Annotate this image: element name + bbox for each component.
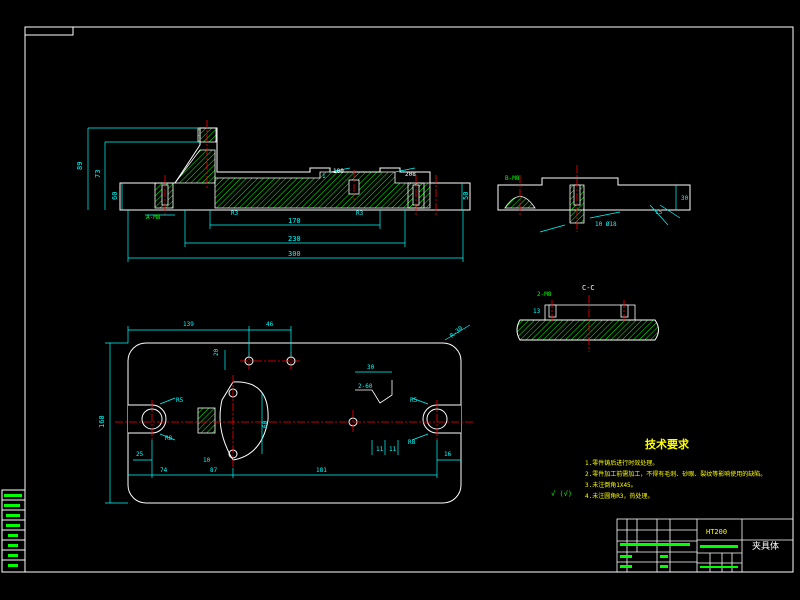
plan-dim-r8-right: R8 — [408, 439, 416, 446]
plan-dim-87: 87 — [210, 467, 218, 474]
dim-right-note: 208 — [405, 171, 416, 178]
tech-item-2: 2.零件加工前需加工，不得有毛刺、砂眼、裂纹等影响使用的缺陷。 — [585, 470, 766, 478]
dim-r3-left: R3 — [231, 210, 239, 217]
plan-dim-corner-r: R-30 — [449, 325, 465, 340]
plan-view: 139 46 20 160 R5 R8 R5 R8 25 74 10 87 18… — [98, 321, 475, 504]
plan-dim-angle: 2-60 — [358, 383, 373, 390]
plan-dim-160: 160 — [98, 415, 106, 428]
dim-r3-right: R3 — [356, 210, 364, 217]
plan-dim-60: 60 — [262, 420, 269, 428]
tech-item-3: 3.未注倒角1X45。 — [585, 481, 637, 489]
front-view-hatch — [214, 171, 431, 209]
plan-dim-16: 16 — [444, 451, 452, 458]
title-block: HT200 夹具体 — [616, 518, 794, 573]
side-dim-angle: 15 — [655, 209, 663, 216]
title-block-part-name: 夹具体 — [752, 540, 779, 552]
roughness-symbol: √ (√) — [551, 490, 572, 498]
dim-left-small: 60 — [111, 192, 119, 200]
dim-groove: 1 — [322, 173, 326, 180]
plan-dim-11b: 11 — [389, 446, 397, 453]
dim-right-small: 50 — [462, 192, 470, 200]
side-section-label: B-M8 — [505, 175, 520, 182]
title-block-material: HT200 — [706, 528, 727, 536]
tech-item-4: 4.未注圆角R3，热处理。 — [585, 492, 653, 500]
plan-dim-20: 20 — [213, 348, 220, 356]
tech-item-1: 1.零件铸后进行时效处理。 — [585, 459, 658, 467]
front-view: 89 73 60 50 170 230 300 100 1 R3 R3 A-M8… — [76, 120, 471, 262]
plan-dim-11a: 11 — [376, 446, 384, 453]
plan-dim-46: 46 — [266, 321, 274, 328]
plan-dim-139: 139 — [183, 321, 194, 328]
section-label-a: A-M8 — [146, 214, 161, 221]
section-cc-label: 2-M8 — [537, 291, 552, 298]
side-dim-note: 10 Ø18 — [595, 221, 617, 228]
plan-dim-r-right: R5 — [410, 397, 418, 404]
side-view: B-M8 30 10 Ø18 15 — [497, 165, 691, 233]
plan-dim-r-left: R5 — [176, 397, 184, 404]
front-view-rib — [174, 149, 216, 184]
plan-dim-74: 74 — [160, 467, 168, 474]
dim-inner-height: 73 — [94, 170, 102, 178]
section-cc-title: C-C — [582, 284, 595, 292]
dim-span-170: 170 — [288, 217, 301, 225]
plan-view-outline — [127, 342, 462, 504]
plan-dim-25: 25 — [136, 451, 144, 458]
tech-requirements: 技术要求 1.零件铸后进行时效处理。 2.零件加工前需加工，不得有毛刺、砂眼、裂… — [551, 437, 766, 500]
plan-dim-181: 181 — [316, 467, 327, 474]
section-cc-outline — [516, 319, 659, 341]
side-dim-height: 30 — [681, 195, 689, 202]
dim-span-230: 230 — [288, 235, 301, 243]
dim-overall-height: 89 — [76, 162, 84, 170]
dim-span-300: 300 — [288, 250, 301, 258]
plan-dim-30: 30 — [367, 364, 375, 371]
cam-shape — [219, 381, 269, 461]
plan-dim-10: 10 — [203, 457, 211, 464]
sheet-frame — [1, 26, 794, 573]
dim-top-100: 100 — [333, 168, 344, 175]
side-view-outline — [497, 177, 691, 211]
section-cc-dim: 13 — [533, 308, 541, 315]
left-strip-labels — [4, 494, 22, 567]
tech-title: 技术要求 — [645, 437, 690, 451]
plan-dim-r8-left: R8 — [165, 435, 173, 442]
section-cc: C-C 2-M8 13 — [516, 284, 659, 352]
